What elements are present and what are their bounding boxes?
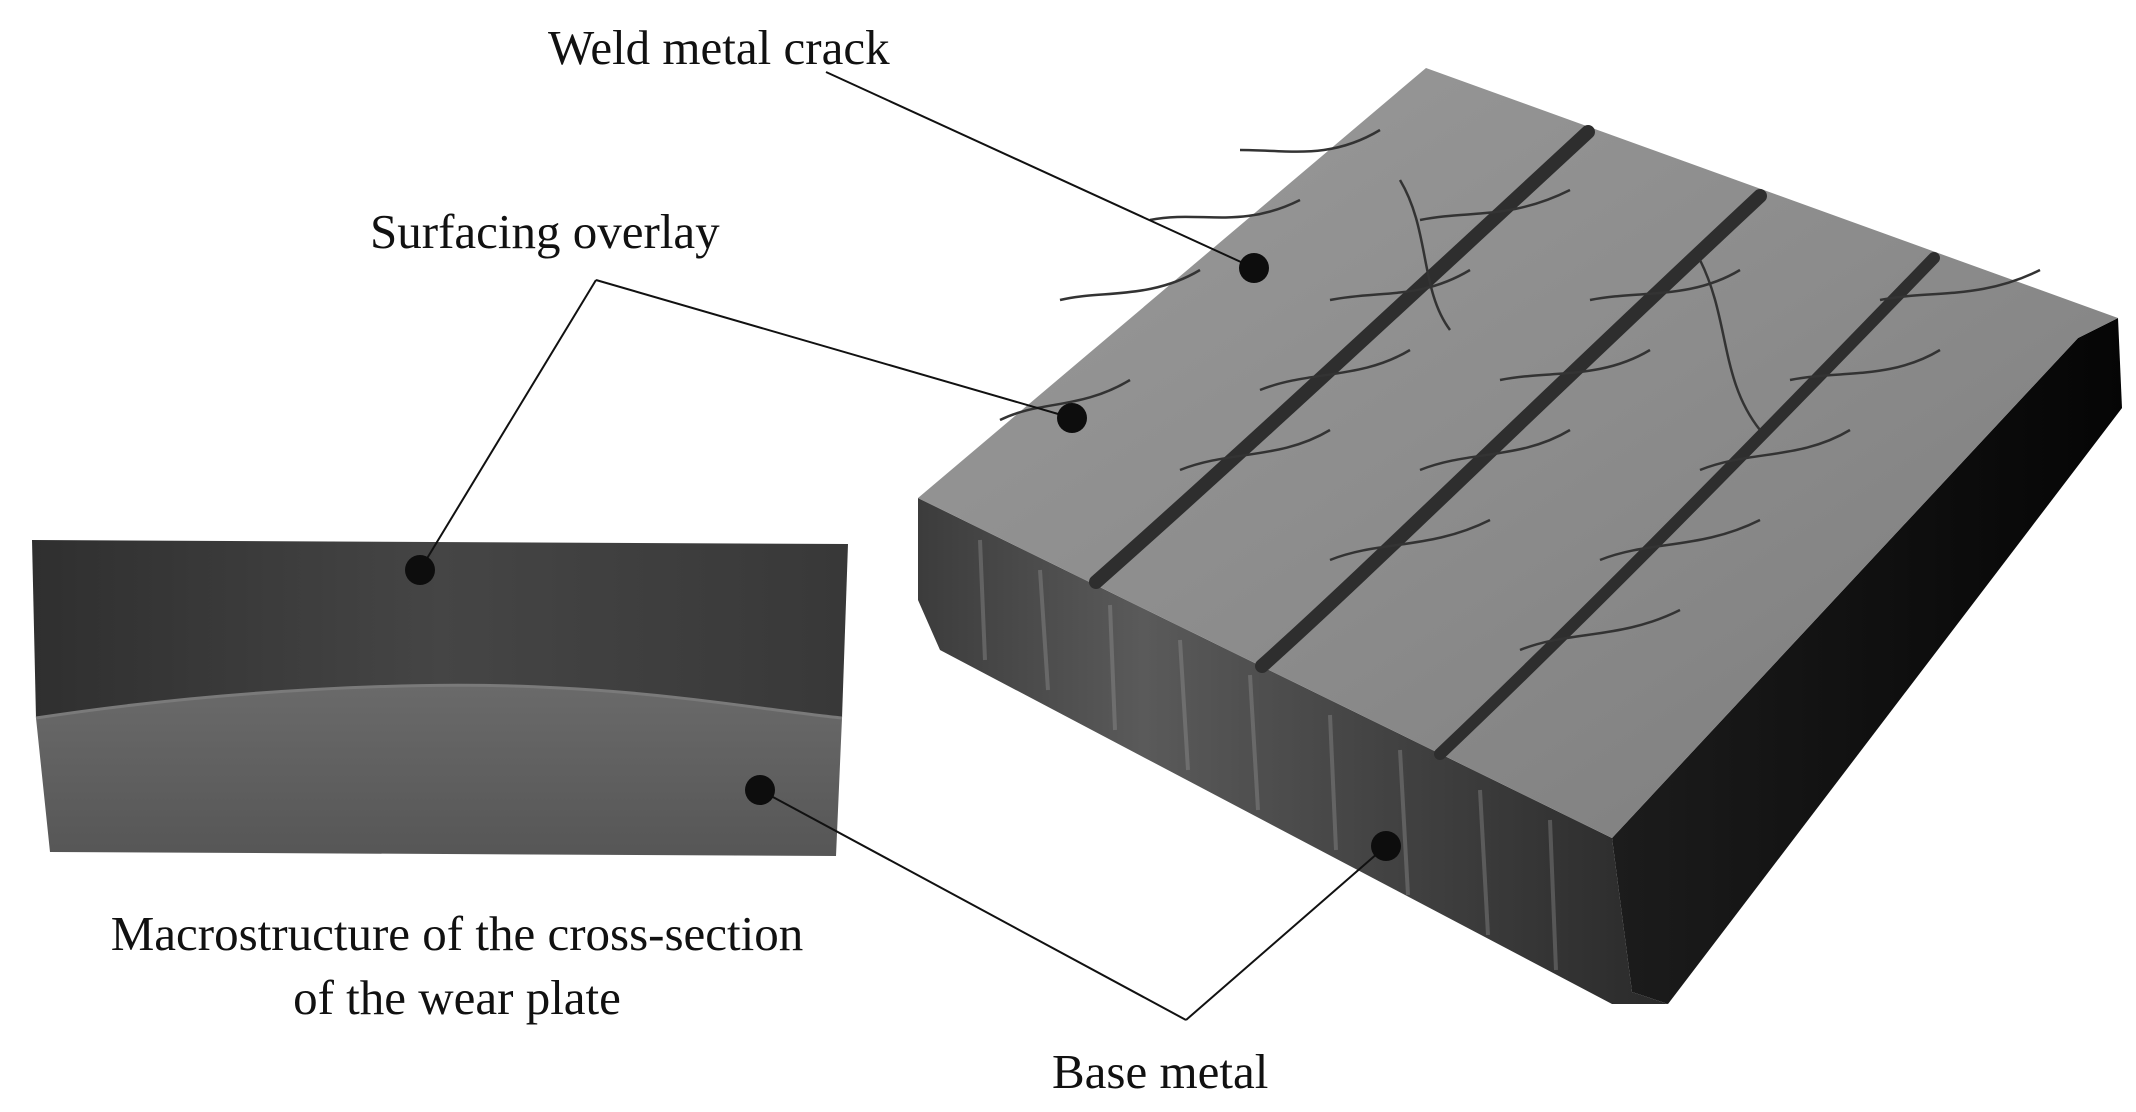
- wear-plate-block: [918, 68, 2122, 1004]
- plate-side-face: [1612, 318, 2122, 1004]
- marker-base-section: [745, 775, 775, 805]
- cross-section-base-region: [36, 685, 842, 856]
- plate-front-face: [918, 498, 1668, 1004]
- marker-base-block: [1371, 831, 1401, 861]
- leader-surfacing-to-block: [595, 279, 1073, 419]
- front-face-streaks: [978, 539, 1558, 971]
- caption-line-1: Macrostructure of the cross-section: [110, 906, 804, 961]
- marker-weld-crack: [1239, 253, 1269, 283]
- cross-section-specimen: [32, 540, 848, 856]
- marker-dots: [405, 253, 1401, 861]
- label-weld-metal-crack: Weld metal crack: [548, 20, 890, 75]
- leader-base-to-section: [759, 789, 1187, 1021]
- label-surfacing-overlay: Surfacing overlay: [370, 204, 720, 259]
- cross-section-overlay-region: [32, 540, 848, 718]
- fusion-line: [35, 683, 843, 720]
- plate-top-surface: [918, 68, 2118, 838]
- leader-lines: [419, 71, 1387, 1021]
- caption-macrostructure: Macrostructure of the cross-section of t…: [22, 902, 892, 1029]
- bead-seams: [1089, 125, 1940, 760]
- caption-line-2: of the wear plate: [293, 969, 621, 1025]
- leader-base-to-block: [1185, 845, 1387, 1021]
- crack-network: [999, 128, 2041, 652]
- leader-weld-crack: [825, 71, 1255, 269]
- leader-surfacing-to-section: [419, 279, 597, 571]
- label-base-metal: Base metal: [1052, 1044, 1269, 1099]
- marker-surfacing-block: [1057, 403, 1087, 433]
- marker-surfacing-section: [405, 555, 435, 585]
